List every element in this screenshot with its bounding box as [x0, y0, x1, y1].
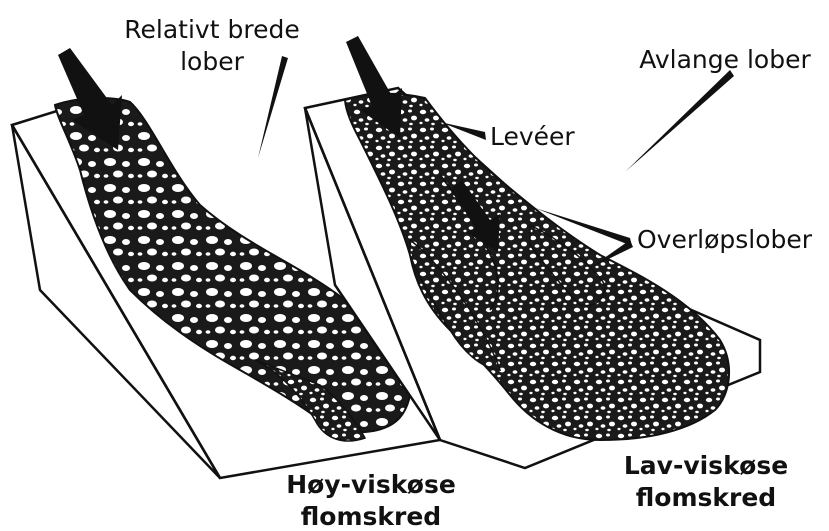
high-viscosity-label-line1: Høy-viskøse: [286, 470, 456, 499]
high-viscosity-label-line2: flomskred: [301, 502, 441, 531]
levees-label: Levéer: [490, 122, 575, 151]
low-viscosity-label-line2: flomskred: [636, 483, 776, 512]
overflow-lobes-label: Overløpslober: [637, 225, 813, 254]
elongated-lobes-pointer: [625, 70, 734, 172]
elongated-lobes-label: Avlange lober: [639, 45, 811, 74]
broad-lobes-label-line1: Relativt brede: [124, 15, 299, 44]
broad-lobes-label-line2: lober: [180, 47, 244, 76]
low-viscosity-label-line1: Lav-viskøse: [624, 451, 788, 480]
broad-lobes-pointer: [258, 56, 288, 158]
